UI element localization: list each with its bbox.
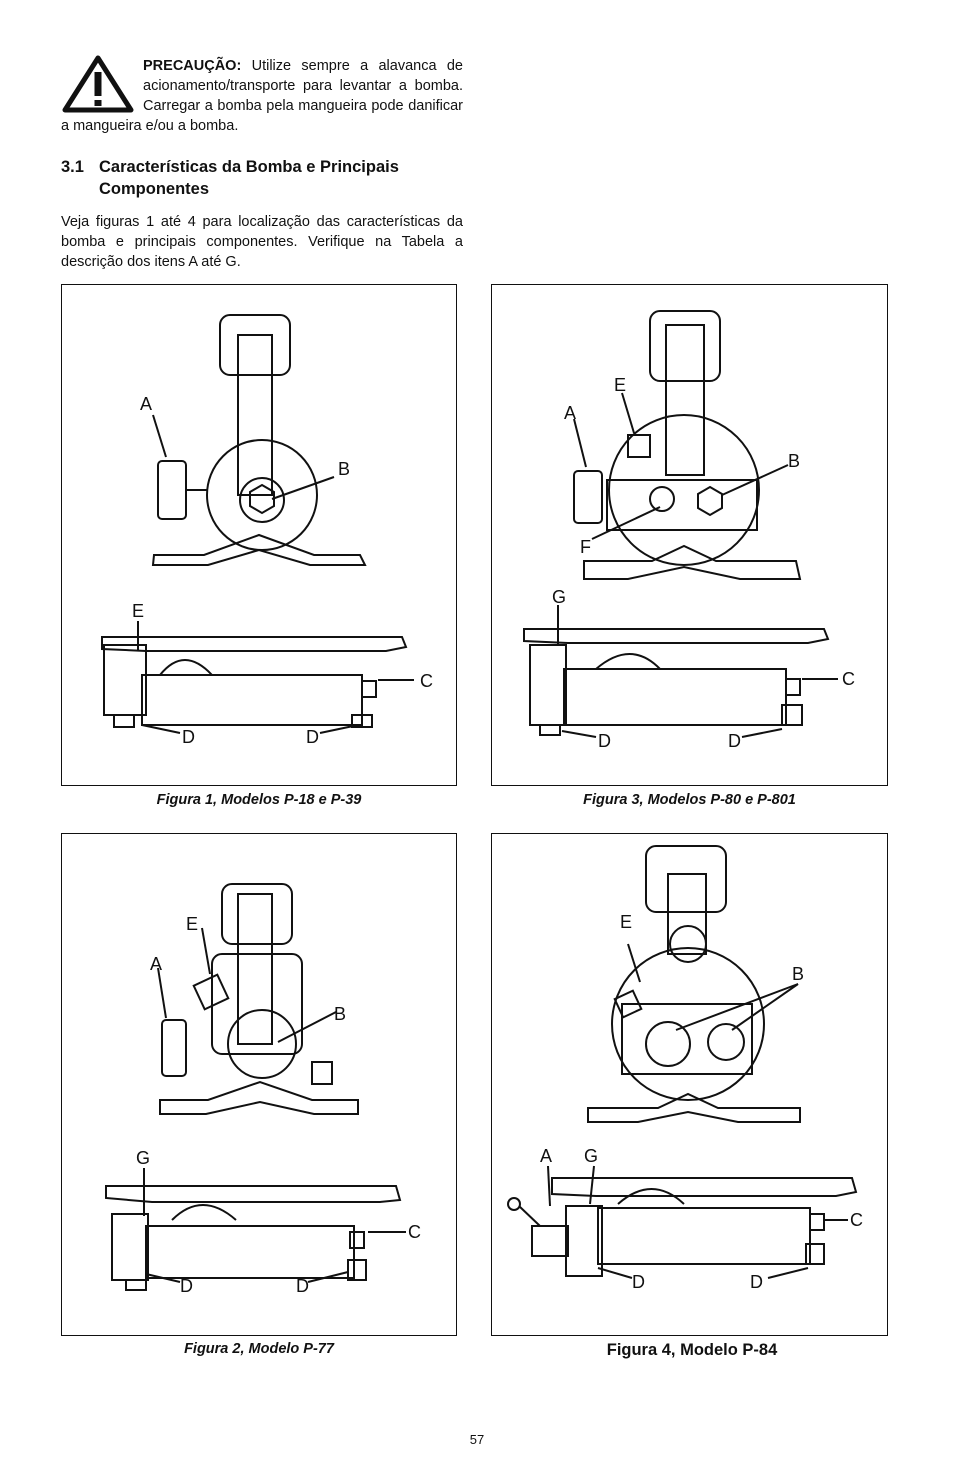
figure-4-drawing: E B A G C D D xyxy=(507,845,863,1292)
figure-2-frame: E A B G C D D xyxy=(61,833,457,1336)
fig3-label-a: A xyxy=(564,403,576,423)
section-title: 3.1 Características da Bomba e Principais… xyxy=(61,156,466,200)
fig2-label-d2: D xyxy=(296,1276,309,1296)
fig3-label-d2: D xyxy=(728,731,741,751)
caution-notice: PRECAUÇÃO: Utilize sempre a alavanca de … xyxy=(61,55,463,136)
fig3-label-c: C xyxy=(842,669,855,689)
section-title-line2: Componentes xyxy=(99,180,210,198)
section-title-line1: Características da Bomba e Principais xyxy=(99,158,399,176)
figure-3-drawing: E A B F G C D D xyxy=(523,310,855,751)
figure-3-caption: Figura 3, Modelos P-80 e P-801 xyxy=(583,792,796,808)
page-number: 57 xyxy=(469,1432,485,1447)
caution-heading: PRECAUÇÃO: xyxy=(143,58,242,74)
figure-4-frame: E B A G C D D xyxy=(491,833,888,1336)
warning-triangle-icon xyxy=(62,55,134,113)
fig2-label-g: G xyxy=(136,1148,150,1168)
fig2-label-e: E xyxy=(186,914,198,934)
fig3-label-e: E xyxy=(614,375,626,395)
fig2-label-d1: D xyxy=(180,1276,193,1296)
fig1-label-d2: D xyxy=(306,727,319,747)
fig3-label-f: F xyxy=(580,537,591,557)
section-number: 3.1 xyxy=(61,158,84,176)
figure-1-frame: A B E C D D xyxy=(61,284,457,786)
fig4-label-e: E xyxy=(620,912,632,932)
fig3-label-d1: D xyxy=(598,731,611,751)
fig1-label-e: E xyxy=(132,601,144,621)
fig1-label-a: A xyxy=(140,394,152,414)
fig1-label-d1: D xyxy=(182,727,195,747)
figure-2-drawing: E A B G C D D xyxy=(105,883,421,1296)
fig2-label-a: A xyxy=(150,954,162,974)
fig4-label-d1: D xyxy=(632,1272,645,1292)
figure-1-drawing: A B E C D D xyxy=(101,314,433,747)
fig1-label-c: C xyxy=(420,671,433,691)
fig4-label-b: B xyxy=(792,964,804,984)
fig4-label-g: G xyxy=(584,1146,598,1166)
fig3-label-g: G xyxy=(552,587,566,607)
fig3-label-b: B xyxy=(788,451,800,471)
figure-1-caption: Figura 1, Modelos P-18 e P-39 xyxy=(156,792,362,808)
figure-2-caption: Figura 2, Modelo P-77 xyxy=(184,1341,334,1357)
figure-3-frame: E A B F G C D D xyxy=(491,284,888,786)
figure-4-caption: Figura 4, Modelo P-84 xyxy=(606,1341,778,1359)
fig2-label-b: B xyxy=(334,1004,346,1024)
fig4-label-a: A xyxy=(540,1146,552,1166)
fig4-label-d2: D xyxy=(750,1272,763,1292)
fig1-label-b: B xyxy=(338,459,350,479)
fig2-label-c: C xyxy=(408,1222,421,1242)
caution-text: Utilize sempre a alavanca de acionamento… xyxy=(61,58,463,134)
fig4-label-c: C xyxy=(850,1210,863,1230)
section-intro: Veja figuras 1 até 4 para localização da… xyxy=(61,214,463,270)
